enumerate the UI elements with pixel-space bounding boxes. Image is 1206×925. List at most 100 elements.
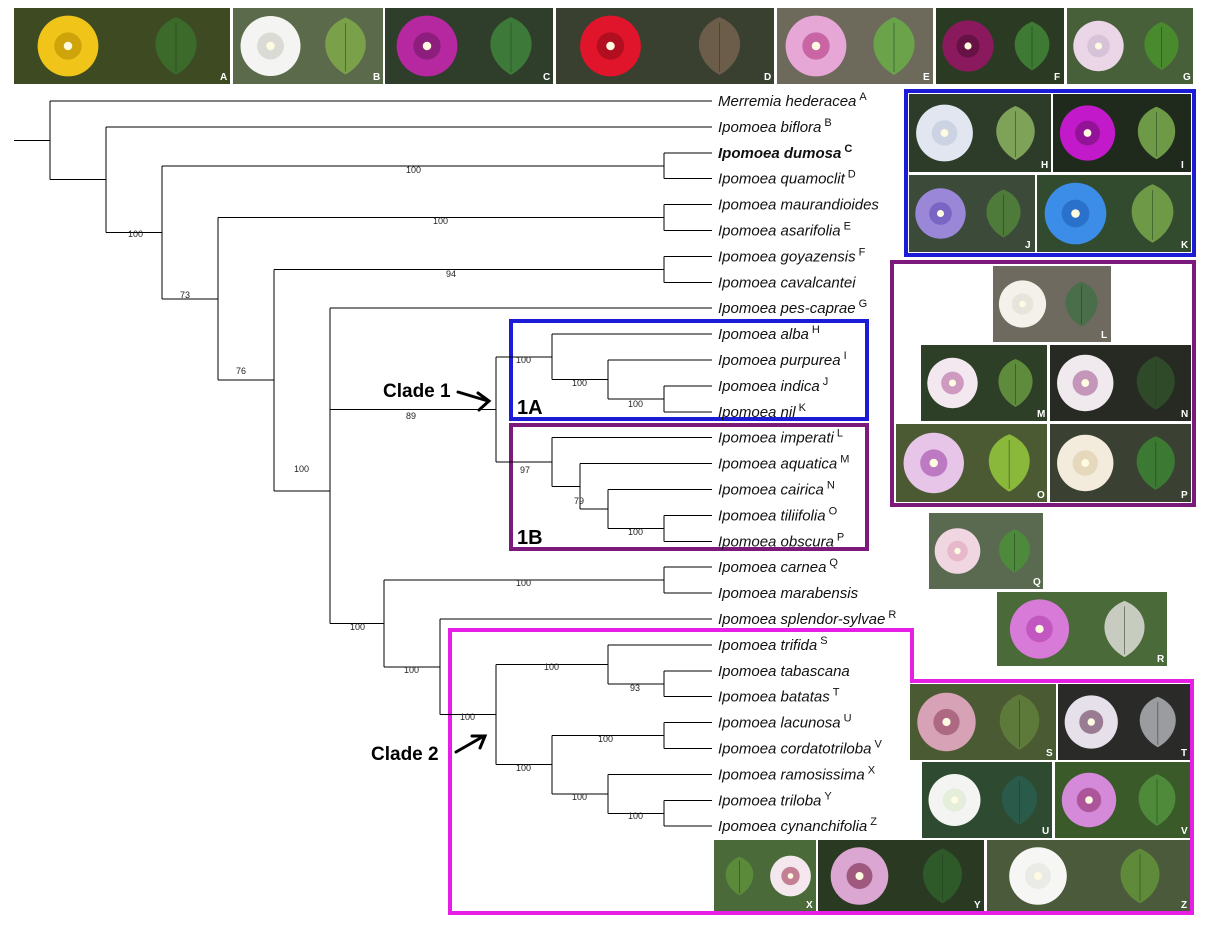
clade-1-label: Clade 1 xyxy=(383,381,451,402)
clade-1a-box xyxy=(509,319,869,421)
photo-letter: L xyxy=(1101,330,1107,341)
clade-1b-label: 1B xyxy=(517,527,543,549)
bootstrap-value: 100 xyxy=(460,712,475,722)
clade-2-box xyxy=(448,628,1194,915)
photo-panel-M: M xyxy=(921,345,1047,421)
photo-panel-S: S xyxy=(910,684,1056,760)
photo-panel-P: P xyxy=(1050,424,1191,502)
bootstrap-value: 76 xyxy=(236,366,246,376)
bootstrap-value: 100 xyxy=(294,464,309,474)
taxon-photo-ref: K xyxy=(799,402,807,414)
bootstrap-value: 100 xyxy=(572,378,587,388)
bootstrap-value: 89 xyxy=(406,411,416,421)
photo-panel-E: E xyxy=(777,8,933,84)
bootstrap-value: 100 xyxy=(516,355,531,365)
taxon-photo-ref: R xyxy=(888,609,896,621)
bootstrap-value: 100 xyxy=(516,763,531,773)
taxon-photo-ref: V xyxy=(874,739,882,751)
clade-2-arrow xyxy=(454,734,488,754)
bootstrap-value: 100 xyxy=(433,216,448,226)
taxon-photo-ref: J xyxy=(823,376,829,388)
clade-2-label: Clade 2 xyxy=(371,744,439,765)
clade-1b-photo-box xyxy=(890,260,1196,507)
taxon-photo-ref: G xyxy=(859,298,868,310)
photo-letter: Y xyxy=(974,900,981,911)
photo-letter: M xyxy=(1037,409,1045,420)
bootstrap-value: 93 xyxy=(630,683,640,693)
photo-panel-N: N xyxy=(1050,345,1191,421)
bootstrap-value: 100 xyxy=(544,662,559,672)
bootstrap-value: 100 xyxy=(628,811,643,821)
taxon-label: Ipomoea tabascana xyxy=(718,663,850,680)
photo-panel-B: B xyxy=(233,8,383,84)
photo-letter: B xyxy=(373,72,380,83)
taxon-photo-ref: O xyxy=(829,505,838,517)
photo-panel-T: T xyxy=(1058,684,1191,760)
taxon-photo-ref: L xyxy=(837,428,843,440)
photo-panel-X: X xyxy=(714,840,816,912)
bootstrap-value: 100 xyxy=(404,665,419,675)
photo-panel-U: U xyxy=(922,762,1052,838)
taxon-photo-ref: T xyxy=(833,687,840,699)
taxon-photo-ref: I xyxy=(844,350,847,362)
bootstrap-value: 100 xyxy=(350,622,365,632)
photo-letter: Q xyxy=(1033,577,1041,588)
photo-letter: S xyxy=(1046,748,1053,759)
photo-panel-C: C xyxy=(385,8,553,84)
taxon-photo-ref: B xyxy=(824,117,831,129)
photo-letter: E xyxy=(923,72,930,83)
taxon-photo-ref: D xyxy=(848,169,856,181)
photo-letter: X xyxy=(806,900,813,911)
bootstrap-value: 100 xyxy=(628,527,643,537)
photo-letter: K xyxy=(1181,240,1189,251)
photo-letter: V xyxy=(1181,826,1188,837)
taxon-label: Ipomoea maurandioides xyxy=(718,197,879,214)
taxon-photo-ref: U xyxy=(844,713,852,725)
photo-letter: Z xyxy=(1181,900,1187,911)
taxon-photo-ref: C xyxy=(844,143,852,155)
photo-panel-Y: Y xyxy=(818,840,984,912)
taxon-photo-ref: H xyxy=(812,324,820,336)
clade-1a-label: 1A xyxy=(517,397,543,419)
bootstrap-value: 73 xyxy=(180,290,190,300)
bootstrap-value: 100 xyxy=(406,165,421,175)
clade-1-arrow xyxy=(456,390,492,412)
bootstrap-value: 94 xyxy=(446,269,456,279)
bootstrap-values: 1001001007394761008910010010097791001001… xyxy=(128,165,643,821)
taxon-photo-ref: Q xyxy=(829,557,838,569)
taxon-photo-ref: A xyxy=(859,91,867,103)
taxon-label: Ipomoea marabensis xyxy=(718,585,859,602)
photo-panel-V: V xyxy=(1055,762,1191,838)
taxon-photo-ref: X xyxy=(868,764,876,776)
tree-branches xyxy=(14,100,712,827)
photo-letter: N xyxy=(1181,409,1188,420)
clade-1b-box xyxy=(509,423,869,551)
photo-panel-R: R xyxy=(997,592,1167,666)
photo-panel-L: L xyxy=(993,266,1111,342)
photo-panel-D: D xyxy=(556,8,774,84)
bootstrap-value: 100 xyxy=(598,734,613,744)
photo-letter: O xyxy=(1037,490,1045,501)
photo-letter: P xyxy=(1181,490,1188,501)
bootstrap-value: 100 xyxy=(628,399,643,409)
photo-panel-I: I xyxy=(1053,94,1191,172)
